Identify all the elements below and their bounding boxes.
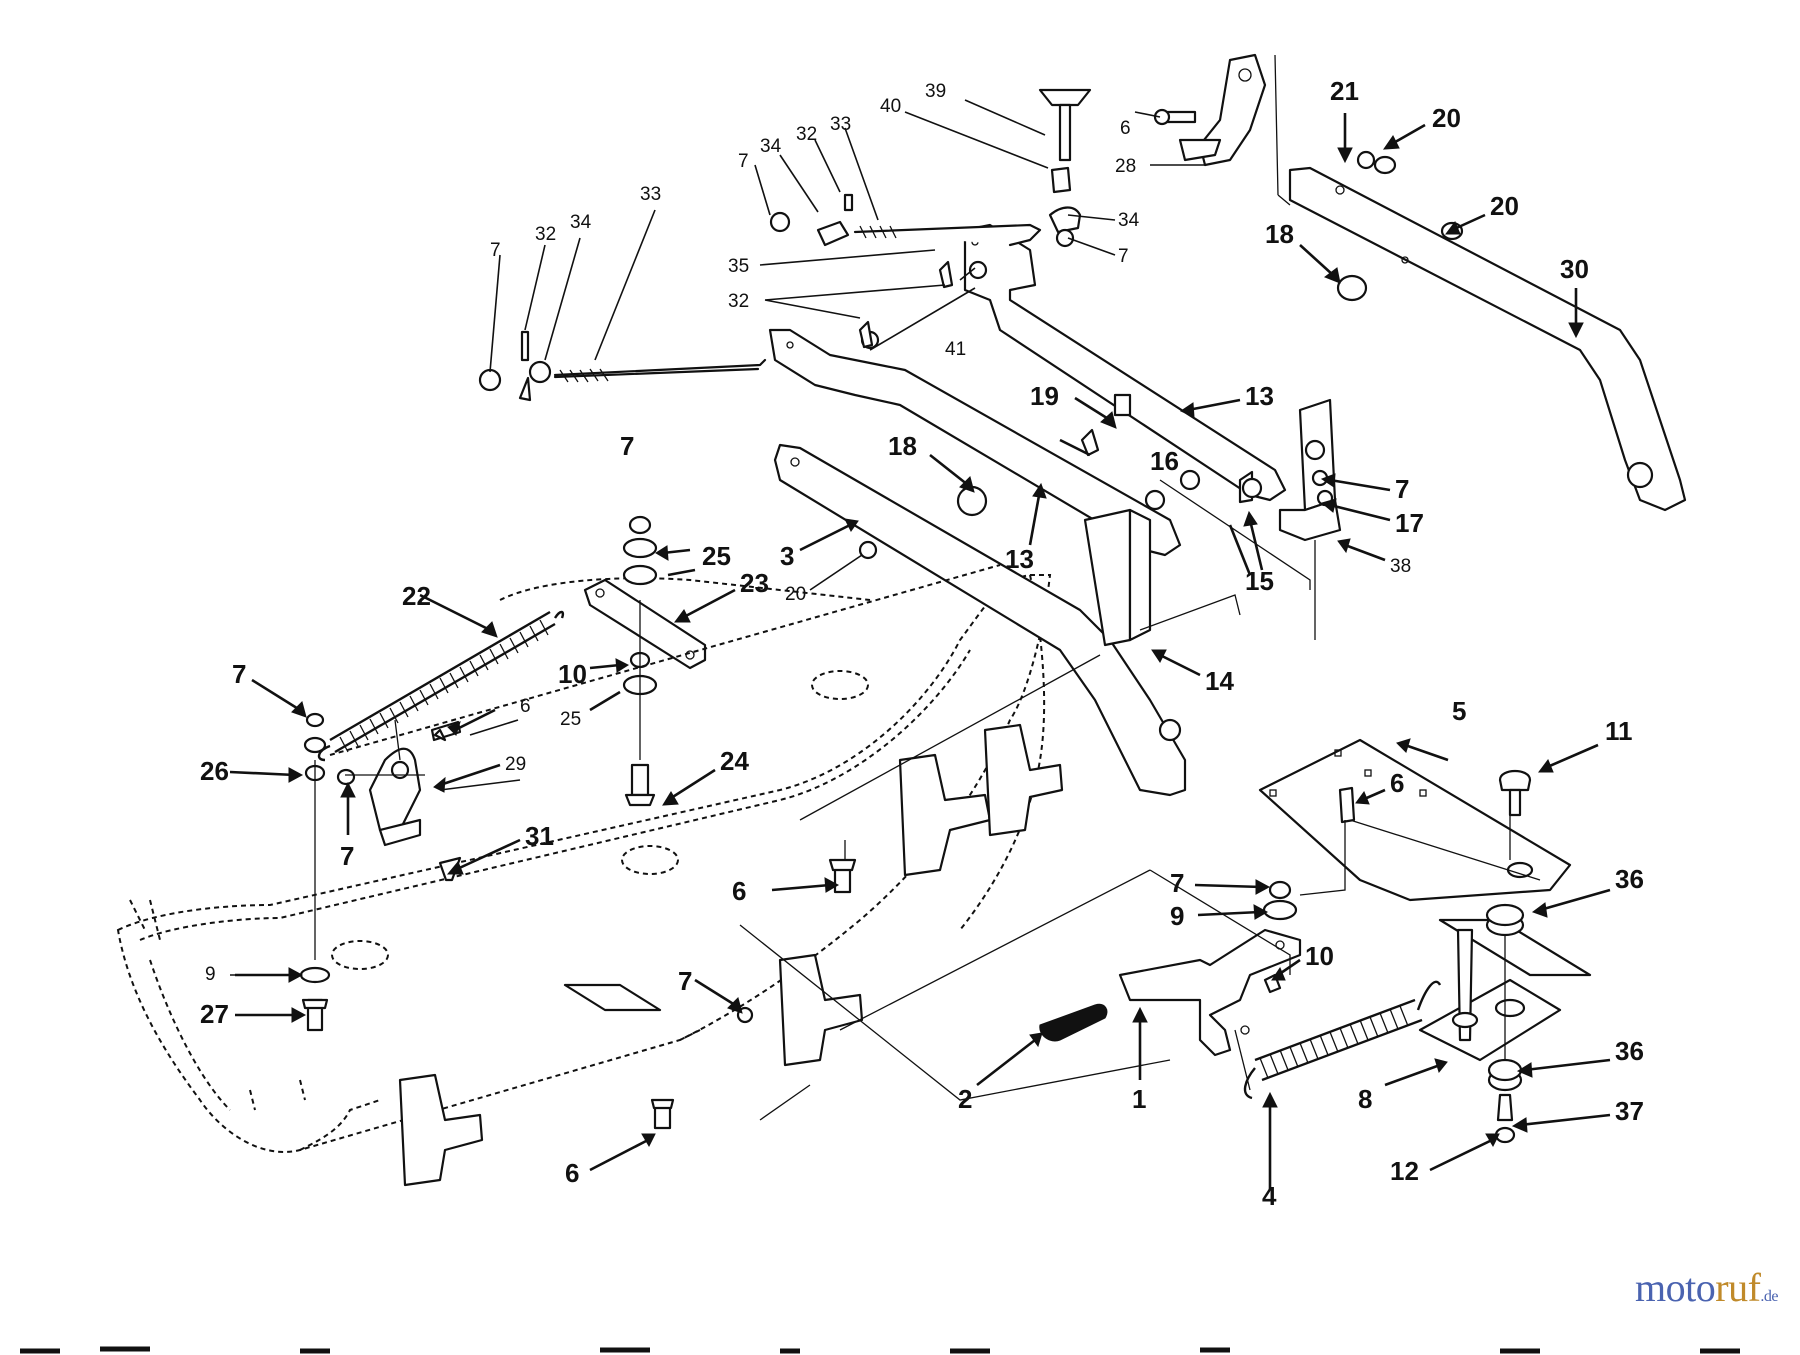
rod-33-upper — [853, 223, 1042, 247]
callout-13: 13 — [1245, 381, 1274, 411]
callout-7: 7 — [340, 841, 354, 871]
callout-3: 3 — [780, 541, 794, 571]
callout-34: 34 — [760, 136, 782, 157]
rod-33-left — [553, 358, 767, 383]
bracket-plate-14 — [1083, 508, 1152, 647]
callout-11: 11 — [1605, 716, 1633, 746]
callout-labels: 39 40 34 32 33 7 35 32 41 34 7 6 28 21 2… — [200, 76, 1644, 1211]
callout-38: 38 — [1390, 556, 1411, 577]
callout-17: 17 — [1395, 508, 1424, 538]
callout-33: 33 — [640, 184, 661, 205]
pedal-hardware — [1262, 769, 1532, 1144]
callout-12: 12 — [1390, 1156, 1419, 1186]
callout-7: 7 — [678, 966, 692, 996]
watermark-logo: motoruf.de — [1635, 1264, 1778, 1311]
callout-20: 20 — [1432, 103, 1461, 133]
lift-link-3-14 — [773, 443, 1187, 797]
callout-24: 24 — [720, 746, 749, 776]
rear-lift-bar-30 — [1288, 166, 1687, 512]
callout-22: 22 — [402, 581, 431, 611]
callout-16: 16 — [1150, 446, 1179, 476]
leader-lines — [230, 99, 1205, 976]
callout-6: 6 — [520, 696, 531, 717]
callout-20: 20 — [785, 584, 806, 605]
watermark-tld: .de — [1760, 1288, 1778, 1305]
callout-14: 14 — [1205, 666, 1234, 696]
hanger-hardware-left — [299, 515, 857, 1130]
mounting-plate-5 — [1258, 738, 1572, 902]
callout-27: 27 — [200, 999, 229, 1029]
callout-26: 26 — [200, 756, 229, 786]
callout-32: 32 — [728, 291, 749, 312]
callout-10: 10 — [558, 659, 587, 689]
callout-32: 32 — [535, 224, 556, 245]
callout-7: 7 — [490, 240, 501, 261]
callout-15: 15 — [1245, 566, 1274, 596]
callout-36: 36 — [1615, 1036, 1644, 1066]
callout-34: 34 — [1118, 210, 1140, 231]
bracket-38 — [1278, 398, 1342, 542]
callout-9: 9 — [205, 964, 216, 985]
callout-6: 6 — [732, 876, 746, 906]
callout-7: 7 — [232, 659, 246, 689]
callout-21: 21 — [1330, 76, 1359, 106]
callout-32: 32 — [796, 124, 817, 145]
callout-36: 36 — [1615, 864, 1644, 894]
callout-2: 2 — [958, 1084, 972, 1114]
callout-4: 4 — [1262, 1181, 1277, 1211]
watermark-part-a: moto — [1635, 1265, 1716, 1310]
callout-40: 40 — [880, 96, 901, 117]
callout-arrows — [229, 113, 1611, 1190]
callout-18: 18 — [888, 431, 917, 461]
pedal-arm-1 — [1118, 928, 1302, 1057]
callout-30: 30 — [1560, 254, 1589, 284]
callout-33: 33 — [830, 114, 851, 135]
callout-25: 25 — [560, 709, 581, 730]
callout-34: 34 — [570, 212, 592, 233]
callout-6: 6 — [1390, 768, 1404, 798]
callout-19: 19 — [1030, 381, 1059, 411]
callout-37: 37 — [1615, 1096, 1644, 1126]
pedal-pad-2 — [1039, 1003, 1108, 1042]
callout-10: 10 — [1305, 941, 1334, 971]
spring-22 — [317, 610, 565, 762]
callout-7: 7 — [1395, 474, 1409, 504]
watermark-part-b: ruf — [1715, 1265, 1761, 1310]
callout-29: 29 — [505, 754, 526, 775]
callout-25: 25 — [702, 541, 731, 571]
callout-23: 23 — [740, 568, 769, 598]
upper-hardware — [478, 88, 1464, 560]
callout-6: 6 — [565, 1158, 579, 1188]
callout-7: 7 — [620, 431, 634, 461]
callout-9: 9 — [1170, 901, 1184, 931]
callout-5: 5 — [1452, 696, 1466, 726]
mower-deck-outline — [116, 574, 1064, 1187]
callout-6: 6 — [1120, 118, 1131, 139]
spring-4 — [1243, 980, 1442, 1100]
callout-31: 31 — [525, 821, 554, 851]
callout-7: 7 — [1170, 868, 1184, 898]
bottom-edge-rule — [20, 1346, 1740, 1354]
callout-8: 8 — [1358, 1084, 1372, 1114]
callout-20: 20 — [1490, 191, 1519, 221]
callout-1: 1 — [1132, 1084, 1146, 1114]
bellcrank-28 — [1178, 53, 1267, 167]
callout-39: 39 — [925, 81, 946, 102]
pivot-bracket-8 — [1418, 918, 1592, 1062]
lower-lift-arm-13 — [768, 328, 1182, 557]
callout-7: 7 — [1118, 246, 1129, 267]
callout-7: 7 — [738, 151, 749, 172]
callout-28: 28 — [1115, 156, 1136, 177]
callout-13: 13 — [1005, 544, 1034, 574]
assembly-guide-lines — [314, 54, 1511, 1121]
callout-35: 35 — [728, 256, 749, 277]
callout-18: 18 — [1265, 219, 1294, 249]
callout-41: 41 — [945, 339, 966, 360]
